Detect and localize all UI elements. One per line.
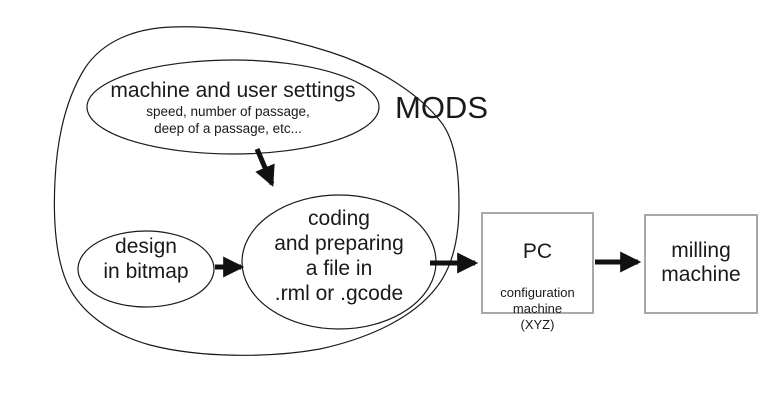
design-node-ellipse bbox=[77, 230, 215, 308]
settings-node-title: machine and user settings bbox=[110, 79, 356, 102]
pc-node-subtitle: configuration machine (XYZ) bbox=[500, 285, 575, 332]
pc-node-box bbox=[481, 212, 594, 314]
design-node-label: design in bitmap bbox=[103, 235, 189, 283]
milling-node-box bbox=[644, 214, 758, 314]
arrow-settings-to-coding bbox=[254, 148, 275, 187]
mods-container-outline bbox=[53, 26, 460, 356]
settings-node-ellipse bbox=[86, 59, 380, 155]
mods-container-label: MODS bbox=[395, 90, 488, 125]
milling-node-label: milling machine bbox=[661, 239, 741, 286]
pc-node-content: PC configuration machine (XYZ) bbox=[482, 222, 593, 351]
settings-node-subtitle: speed, number of passage, deep of a pass… bbox=[146, 104, 310, 136]
pc-node-title: PC bbox=[522, 240, 553, 263]
coding-node-label: coding and preparing a file in .rml or .… bbox=[274, 207, 404, 305]
